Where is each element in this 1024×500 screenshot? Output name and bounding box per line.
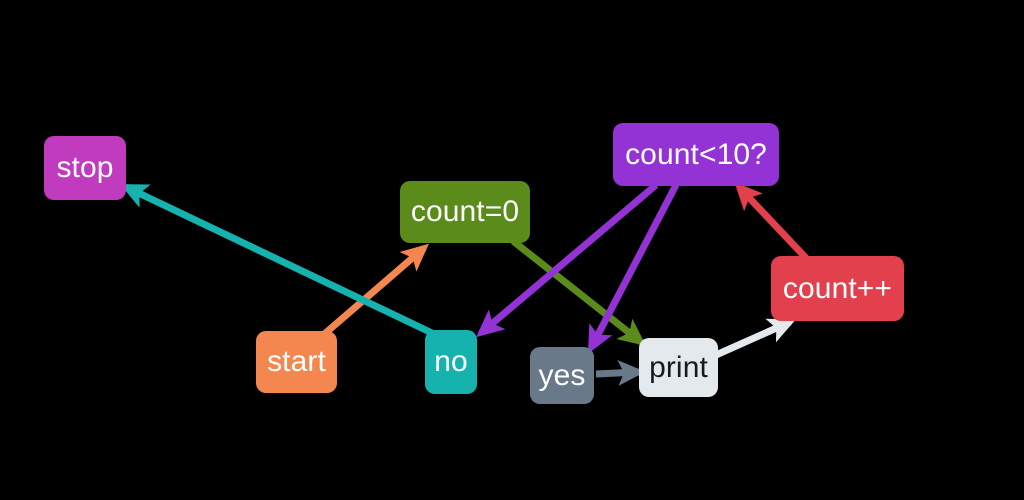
node-label-stop: stop xyxy=(56,151,114,184)
node-count0[interactable]: count=0 xyxy=(400,181,530,243)
node-stop[interactable]: stop xyxy=(44,136,126,200)
node-no[interactable]: no xyxy=(425,330,477,394)
node-label-no: no xyxy=(434,345,468,378)
node-label-countlt10: count<10? xyxy=(625,137,767,171)
edge-countlt10-to-yes xyxy=(587,183,680,354)
edge-no-to-stop xyxy=(120,183,434,337)
node-print[interactable]: print xyxy=(639,338,718,397)
node-label-countpp: count++ xyxy=(782,271,893,305)
edge-countpp-to-countlt10 xyxy=(734,182,809,261)
node-label-print: print xyxy=(649,350,708,384)
node-label-count0: count=0 xyxy=(410,195,520,228)
node-yes[interactable]: yes xyxy=(530,347,594,404)
edge-yes-to-print xyxy=(595,360,646,386)
node-label-yes: yes xyxy=(538,358,586,392)
node-start[interactable]: start xyxy=(256,331,337,393)
node-countlt10[interactable]: count<10? xyxy=(613,123,779,186)
edge-start-to-count0 xyxy=(319,243,429,339)
edge-print-to-countpp xyxy=(714,318,796,359)
edge-countlt10-to-no xyxy=(476,182,659,338)
edge-count0-to-print xyxy=(510,238,647,347)
node-countpp[interactable]: count++ xyxy=(771,256,904,321)
node-label-start: start xyxy=(267,345,326,378)
